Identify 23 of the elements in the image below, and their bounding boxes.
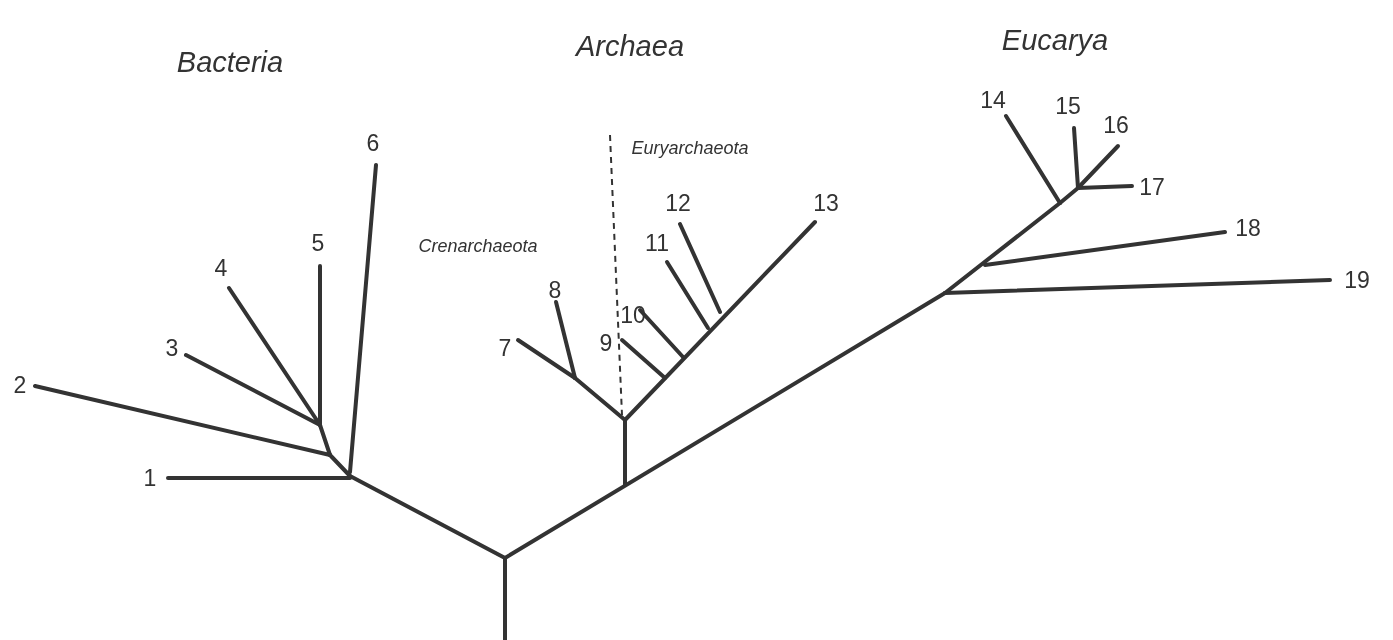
leaf-number: 3 bbox=[165, 336, 179, 360]
leaf-number: 17 bbox=[1139, 175, 1165, 199]
leaf-number: 13 bbox=[813, 191, 839, 215]
leaf-number: 11 bbox=[645, 231, 669, 255]
domain-label: Eucarya bbox=[1001, 25, 1109, 55]
leaf-number: 6 bbox=[366, 131, 380, 155]
leaf-number: 5 bbox=[311, 231, 325, 255]
leaf-number: 12 bbox=[665, 191, 691, 215]
leaf-number: 1 bbox=[143, 466, 157, 490]
leaf-number: 9 bbox=[599, 331, 613, 355]
leaf-number: 18 bbox=[1235, 216, 1261, 240]
domain-label: Bacteria bbox=[176, 47, 284, 77]
leaf-number: 4 bbox=[214, 256, 228, 280]
domain-label: Archaea bbox=[576, 31, 684, 61]
leaf-number: 2 bbox=[13, 373, 27, 397]
leaf-number: 7 bbox=[498, 336, 512, 360]
group-label: Crenarchaeota bbox=[418, 237, 538, 255]
leaf-number: 8 bbox=[548, 278, 562, 302]
leaf-number: 14 bbox=[980, 88, 1006, 112]
leaf-number: 19 bbox=[1344, 268, 1370, 292]
group-label: Euryarchaeota bbox=[631, 139, 749, 157]
leaf-number: 15 bbox=[1055, 94, 1081, 118]
leaf-number: 16 bbox=[1103, 113, 1129, 137]
